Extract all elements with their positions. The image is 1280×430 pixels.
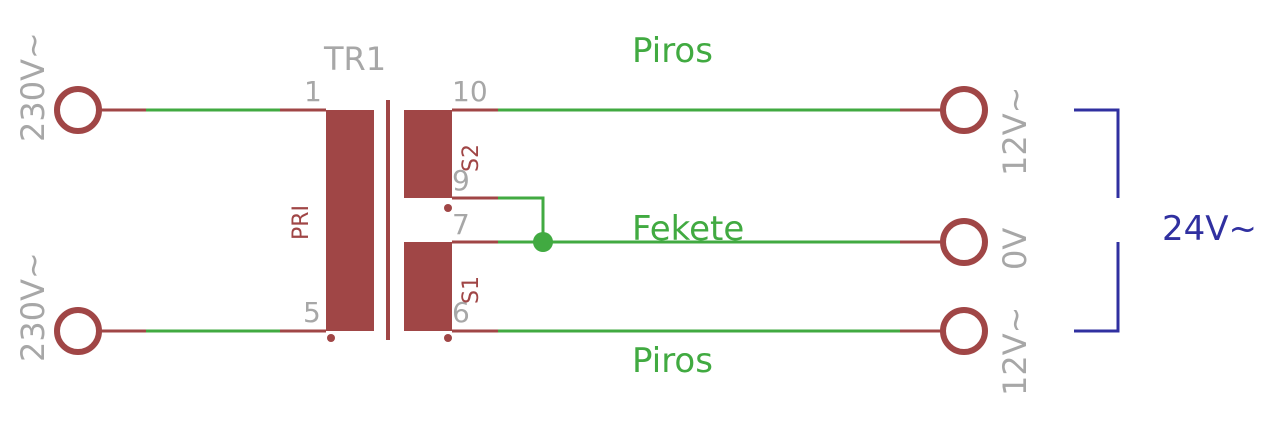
terminal-input-bottom[interactable] (54, 307, 102, 355)
input-voltage-top-label: 230V~ (14, 32, 52, 142)
terminal-output-bottom[interactable] (940, 307, 988, 355)
terminal-output-middle[interactable] (940, 218, 988, 266)
output-voltage-middle-label: 0V (996, 228, 1034, 270)
output-voltage-bottom-label: 12V~ (996, 307, 1034, 396)
net-label-middle-wire: Fekete (632, 209, 744, 249)
secondary-top-label: S2 (459, 144, 484, 172)
bracket-lower (1074, 242, 1120, 333)
pin-5-label: 5 (303, 296, 321, 329)
transformer-core (386, 100, 390, 340)
part-name-label: TR1 (323, 40, 386, 78)
terminal-output-top[interactable] (940, 86, 988, 134)
polarity-dot-pin-5 (327, 334, 335, 342)
primary-label: PRI (289, 205, 314, 240)
pin-6-label: 6 (452, 296, 470, 329)
junction-dot (533, 232, 553, 252)
pin-1-label: 1 (304, 75, 322, 108)
polarity-dot-pin-9 (444, 204, 452, 212)
secondary-winding-top (404, 110, 452, 198)
input-voltage-bottom-label: 230V~ (14, 252, 52, 362)
transformer-symbol (326, 100, 452, 342)
bracket-upper (1074, 108, 1120, 198)
polarity-dot-pin-6 (444, 334, 452, 342)
voltage-bracket (1074, 108, 1120, 333)
pin-7-label: 7 (452, 208, 470, 241)
pin-10-label: 10 (452, 75, 488, 108)
wire-center-tap-link (498, 196, 545, 242)
leads (100, 108, 942, 333)
wires (146, 108, 900, 333)
terminal-input-top[interactable] (54, 86, 102, 134)
primary-winding (326, 110, 374, 331)
output-voltage-top-label: 12V~ (996, 87, 1034, 176)
secondary-winding-bottom (404, 242, 452, 331)
pin-9-label: 9 (452, 164, 470, 197)
net-label-top-wire: Piros (632, 31, 713, 71)
secondary-bottom-label: S1 (459, 276, 484, 304)
terminals (54, 86, 988, 355)
total-voltage-label: 24V~ (1162, 209, 1257, 249)
net-label-bottom-wire: Piros (632, 341, 713, 381)
